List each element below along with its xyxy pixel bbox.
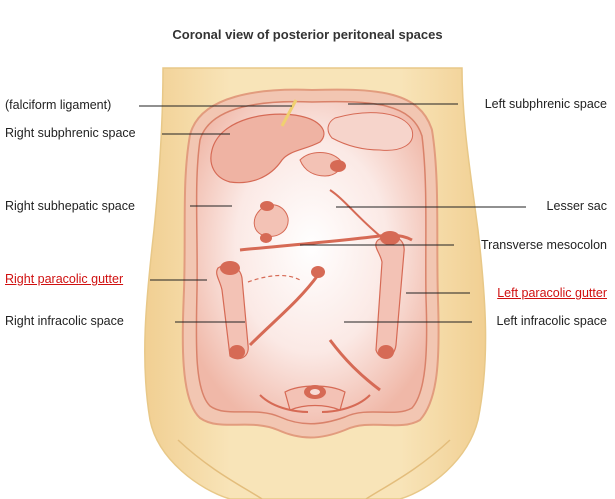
diagram-title: Coronal view of posterior peritoneal spa…: [172, 27, 443, 42]
label-lesser-sac: Lesser sac: [546, 199, 607, 213]
liver: [210, 113, 325, 184]
transverse-mesocolon: [239, 233, 413, 252]
label-falciform-ligament: (falciform ligament): [5, 98, 112, 112]
falciform-ligament: [280, 99, 298, 127]
leader-lines: [139, 103, 526, 323]
small-bowel-mesentery: [248, 274, 320, 347]
left-subphrenic-organ: [327, 112, 414, 151]
label-right-subhepatic-space: Right subhepatic space: [5, 199, 135, 213]
label-left-subphrenic-space: Left subphrenic space: [484, 97, 607, 111]
label-right-infracolic-space: Right infracolic space: [5, 314, 124, 328]
label-left-infracolic-space: Left infracolic space: [496, 314, 607, 328]
label-right-paracolic-gutter: Right paracolic gutter: [5, 272, 124, 286]
label-right-subphrenic-space: Right subphrenic space: [5, 126, 136, 140]
label-left-paracolic-gutter: Left paracolic gutter: [497, 286, 607, 300]
label-transverse-mesocolon: Transverse mesocolon: [481, 238, 607, 252]
